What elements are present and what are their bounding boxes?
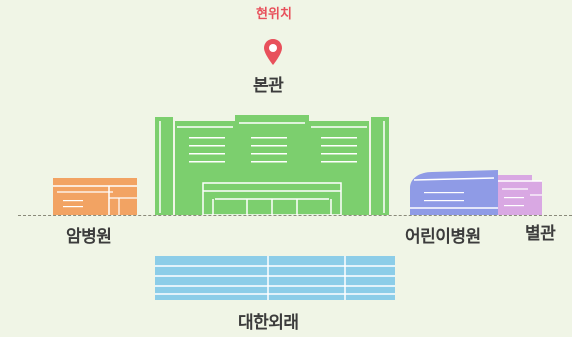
children-hospital-label: 어린이병원 [405,227,481,247]
cancer-hospital-building[interactable] [53,178,137,215]
annex-building[interactable] [498,175,544,215]
cancer-hospital-label: 암병원 [66,227,112,247]
outpatient-building[interactable] [155,256,395,300]
main-building-label: 본관 [253,76,284,96]
main-building[interactable] [155,113,390,215]
children-hospital-building[interactable] [410,170,498,215]
annex-label: 별관 [525,224,556,244]
location-pin-icon [264,39,282,65]
current-location-label: 현위치 [256,7,292,22]
ground-line [18,215,572,216]
outpatient-label: 대한외래 [238,313,299,333]
